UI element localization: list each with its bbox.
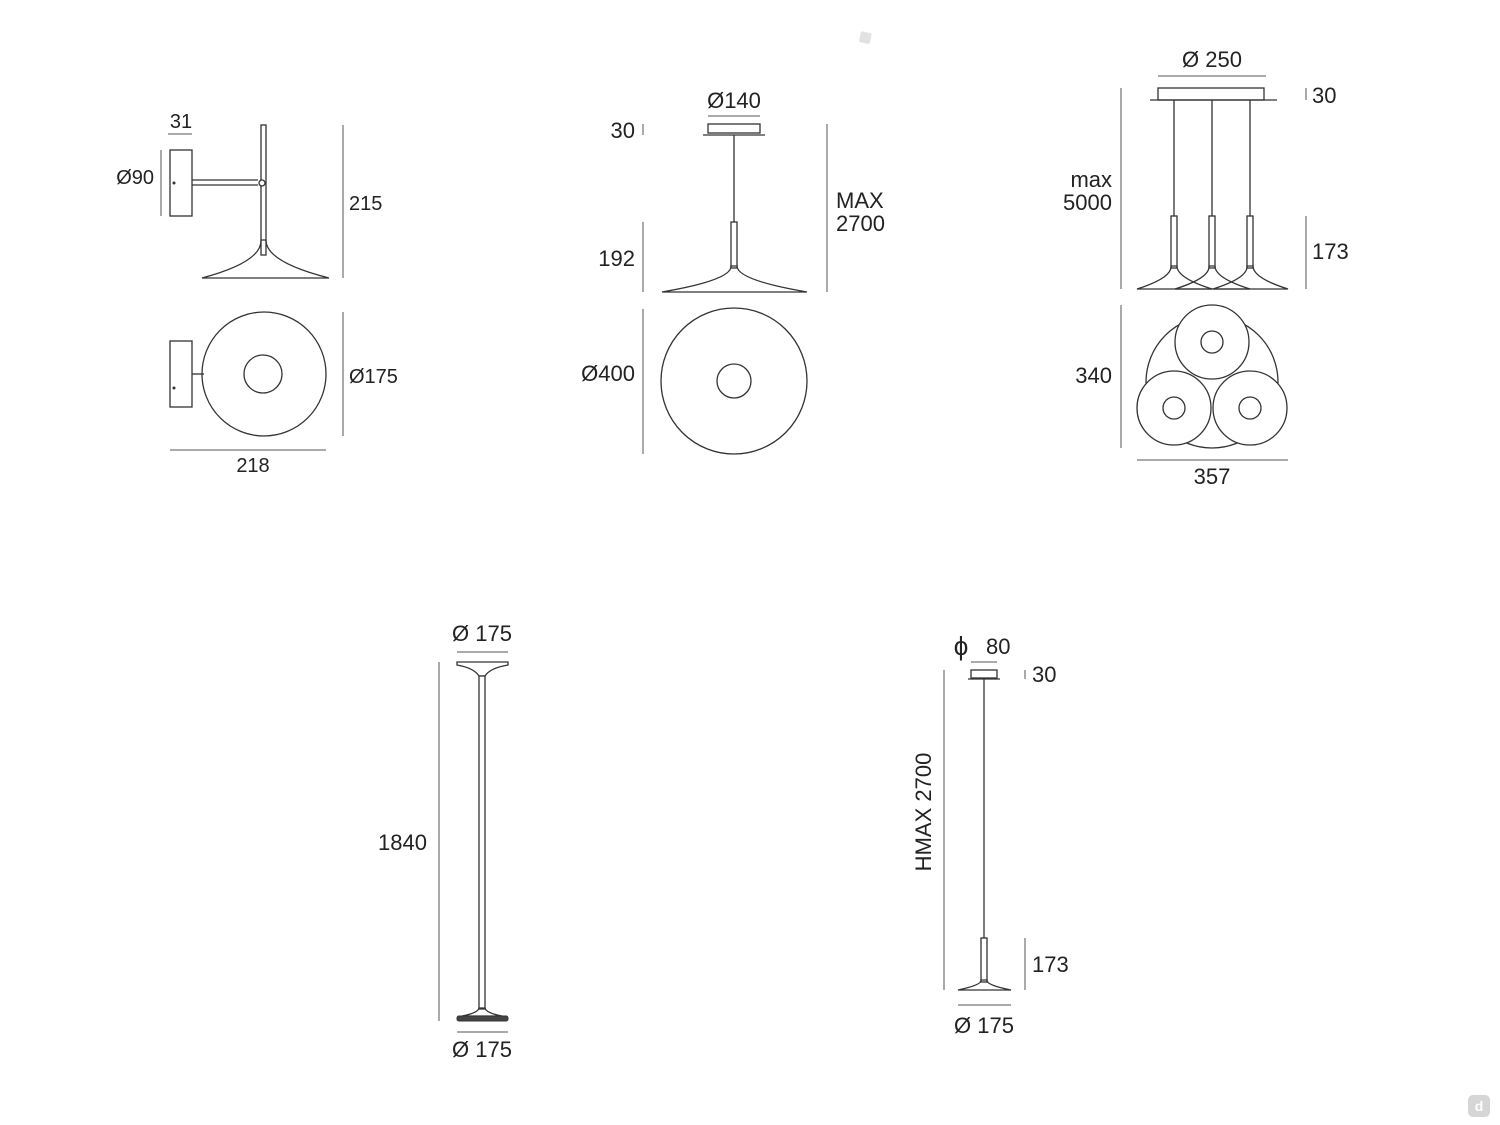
small-canopy-height-label: 30	[1032, 662, 1056, 687]
pendant-single-side-view	[661, 123, 808, 293]
small-hmax-label: HMAX 2700	[911, 753, 936, 872]
pendant-single-top-view	[660, 307, 808, 455]
corner-mark	[859, 31, 872, 44]
triple-max-label: max	[1070, 167, 1112, 192]
watermark-logo: d	[1468, 1095, 1490, 1117]
pendant-small-side-view	[957, 669, 1012, 991]
wall-height-label: 215	[349, 193, 382, 215]
pendant-triple-side-view	[1136, 87, 1289, 290]
floor-base-diameter-label: Ø 175	[452, 1037, 512, 1062]
triple-max-value: 5000	[1063, 190, 1112, 215]
wall-lamp-side-view	[169, 124, 330, 279]
wall-width-label: 218	[236, 455, 269, 477]
pendant-canopy-diameter-label: Ø140	[707, 88, 761, 113]
wall-plate-diameter-label: Ø90	[116, 167, 154, 189]
triple-canopy-height-label: 30	[1312, 83, 1336, 108]
floor-head-diameter-label: Ø 175	[452, 621, 512, 646]
pendant-shade-diameter-label: Ø400	[581, 361, 635, 386]
pendant-single-drawing: Ø140 30 MAX 2700 192 Ø400	[581, 88, 885, 455]
pendant-max-label: MAX	[836, 188, 884, 213]
pendant-small-drawing: ϕ 80 30 HMAX 2700 173 Ø 175	[911, 631, 1069, 1038]
floor-height-label: 1840	[378, 830, 427, 855]
triple-canopy-diameter-label: Ø 250	[1182, 47, 1242, 72]
floor-lamp-side-view	[456, 661, 509, 1022]
wall-lamp-top-view	[169, 311, 327, 437]
pendant-body-height-label: 192	[598, 246, 635, 271]
wall-depth-label: 31	[170, 111, 192, 133]
small-shade-diameter-label: Ø 175	[954, 1013, 1014, 1038]
pendant-triple-top-view	[1136, 304, 1288, 449]
wall-shade-diameter-label: Ø175	[349, 366, 398, 388]
floor-lamp-drawing: Ø 175 1840 Ø 175	[378, 621, 512, 1062]
small-phi-symbol: ϕ	[954, 631, 969, 661]
triple-body-height-label: 173	[1312, 239, 1349, 264]
wall-lamp-drawing: 31 Ø90 215 Ø175 218	[116, 111, 398, 477]
small-canopy-diameter-label: 80	[986, 634, 1010, 659]
pendant-canopy-height-label: 30	[611, 118, 635, 143]
triple-cluster-depth-label: 340	[1075, 363, 1112, 388]
small-body-height-label: 173	[1032, 952, 1069, 977]
pendant-max-value: 2700	[836, 211, 885, 236]
pendant-triple-drawing: Ø 250 30 max 5000 173 340 357	[1063, 47, 1349, 489]
triple-cluster-width-label: 357	[1194, 464, 1231, 489]
